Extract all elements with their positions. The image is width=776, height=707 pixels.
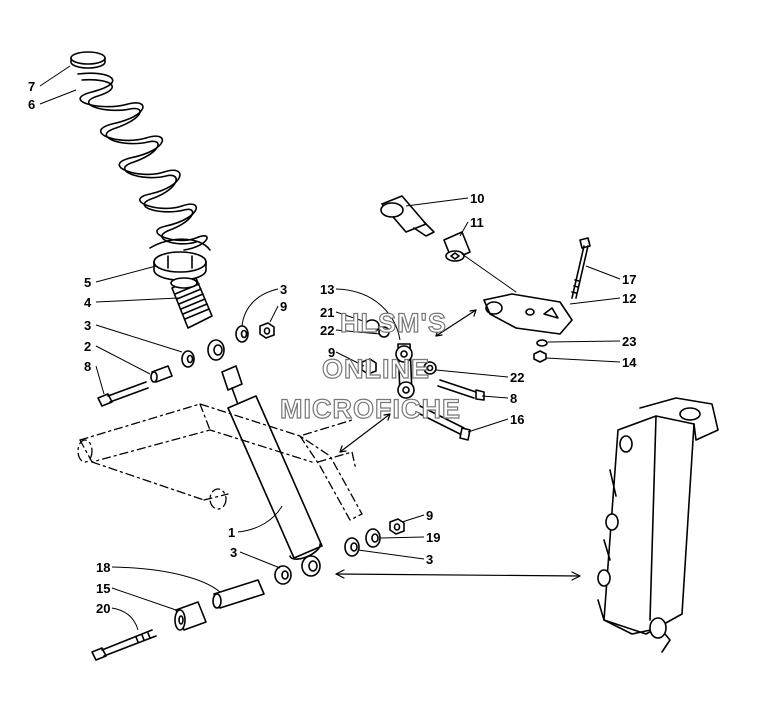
lower-sleeve-part: [212, 579, 265, 609]
lower-nut-part: [389, 518, 405, 535]
bushing-insert-part: [443, 231, 471, 262]
upper-bushing-left: [181, 350, 195, 368]
callout-8-lower: 8: [510, 391, 517, 406]
watermark-line-2: ONLINE: [322, 354, 430, 384]
lower-bushing-right: [344, 537, 360, 557]
leader-lines: [39, 65, 621, 631]
callout-17: 17: [622, 272, 636, 287]
callout-numbers: 7 6 5 4 3 9 3 2 8 10 11 17 12 13 21 22 9…: [28, 79, 637, 616]
lower-bushing-left: [274, 565, 292, 585]
link-spacer-part: [423, 361, 437, 375]
bellcrank-bolt-part: [571, 237, 591, 299]
callout-11: 11: [470, 215, 484, 230]
callout-12: 12: [622, 291, 636, 306]
watermark-line-1: HLSM'S: [340, 308, 447, 338]
watermark: HLSM'S ONLINE MICROFICHE: [279, 307, 461, 424]
lower-bushing-sleeve-part: [174, 601, 207, 631]
watermark-line-3: MICROFICHE: [280, 394, 461, 424]
callout-19: 19: [426, 530, 440, 545]
arrow-linkage-to-frame: [339, 413, 391, 453]
upper-spacer-sleeve-part: [150, 365, 173, 383]
upper-bolt-part: [97, 381, 149, 407]
arrow-linkage-to-bellcrank: [435, 309, 477, 337]
coil-spring-part: [77, 72, 211, 251]
upper-eye-part: [207, 339, 225, 361]
callout-18: 18: [96, 560, 110, 575]
link-bolt-lower-part: [415, 405, 471, 441]
shock-absorber-part: [221, 365, 323, 577]
callout-3-lower-left: 3: [230, 545, 237, 560]
link-nut-part: [361, 358, 377, 375]
callout-7: 7: [28, 79, 35, 94]
callout-3-lower-right: 3: [426, 552, 433, 567]
callout-21: 21: [320, 305, 334, 320]
callout-9-upper: 9: [280, 299, 287, 314]
lower-bolt-part: [91, 629, 157, 661]
bellcrank-nut-part: [533, 350, 547, 363]
callout-22-left: 22: [320, 323, 334, 338]
a-arm-frame-phantom: [77, 403, 363, 521]
spring-cap-part: [70, 51, 106, 69]
spindle-housing-part: [597, 397, 719, 653]
callout-3-upper-right: 3: [280, 282, 287, 297]
callout-1: 1: [228, 525, 235, 540]
lower-washer-part: [365, 528, 381, 548]
upper-nut-part: [259, 322, 275, 339]
callout-5: 5: [84, 275, 91, 290]
callout-8-upper: 8: [84, 359, 91, 374]
callout-9-lower: 9: [426, 508, 433, 523]
callout-15: 15: [96, 581, 110, 596]
adjuster-collar-part: [170, 277, 213, 329]
callout-23: 23: [622, 334, 636, 349]
callout-6: 6: [28, 97, 35, 112]
callout-9-middle: 9: [328, 345, 335, 360]
callout-2: 2: [84, 339, 91, 354]
callout-16: 16: [510, 412, 524, 427]
arrow-shock-to-spindle: [335, 569, 581, 581]
callout-20: 20: [96, 601, 110, 616]
upper-bushing-right: [235, 325, 249, 343]
callout-4: 4: [84, 295, 92, 310]
callout-14: 14: [622, 355, 637, 370]
callout-10: 10: [470, 191, 484, 206]
bushing-tool-part: [380, 195, 435, 237]
bellcrank-washer-part: [536, 339, 548, 347]
bellcrank-arm-part: [483, 293, 573, 335]
callout-13: 13: [320, 282, 334, 297]
callout-22-right: 22: [510, 370, 524, 385]
link-bushing-part: [364, 319, 390, 338]
callout-3-upper-left: 3: [84, 318, 91, 333]
link-bolt-upper-part: [437, 379, 485, 401]
link-rod-part: [395, 343, 415, 399]
spring-seat-part: [153, 251, 207, 281]
